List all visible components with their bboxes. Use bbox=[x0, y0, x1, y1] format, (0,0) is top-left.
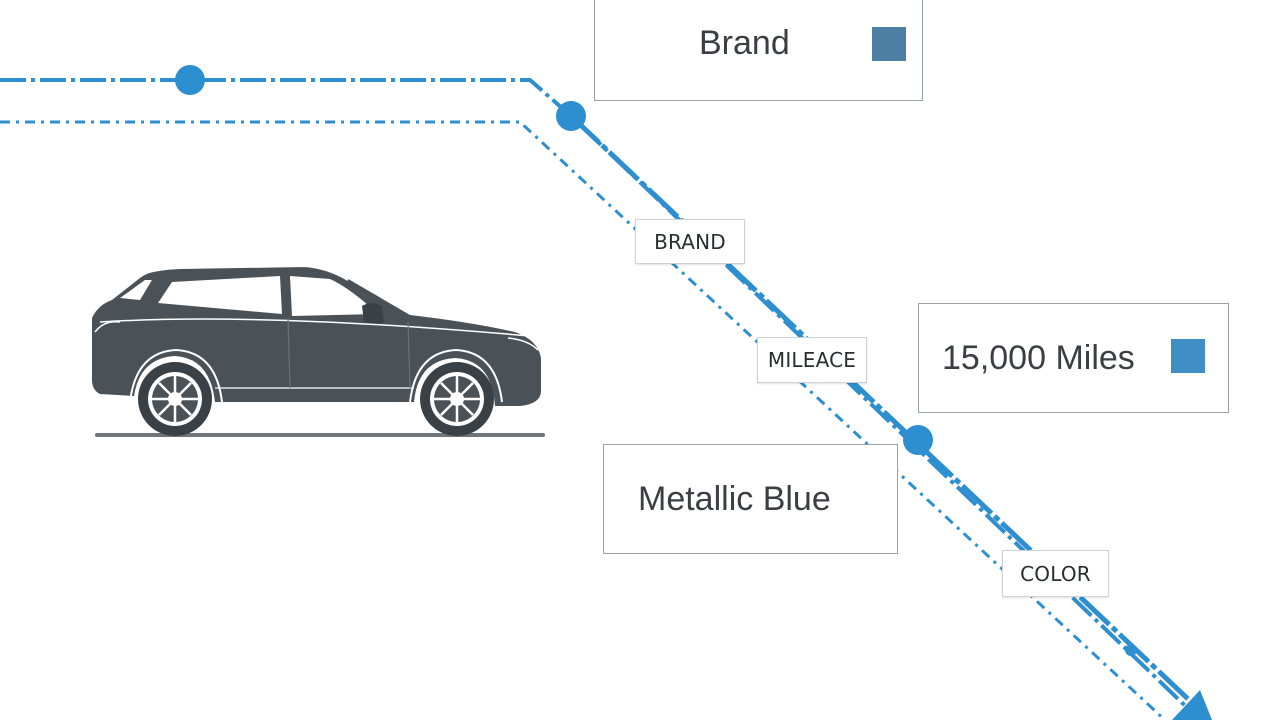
color-swatch-icon bbox=[1171, 339, 1205, 373]
arrow-head-icon bbox=[1172, 690, 1212, 720]
connector-line-upper bbox=[0, 78, 1202, 720]
connector-node bbox=[556, 101, 586, 131]
connector-line-lower bbox=[0, 120, 1167, 720]
tag-mileage: MILEACE bbox=[757, 337, 867, 383]
connector-node bbox=[1125, 644, 1137, 656]
card-brand-text: Brand bbox=[699, 24, 790, 62]
tag-brand-label: BRAND bbox=[654, 229, 726, 254]
tag-color: COLOR bbox=[1002, 550, 1109, 597]
tag-brand: BRAND bbox=[635, 219, 745, 264]
card-mileage-text: 15,000 Miles bbox=[942, 339, 1135, 377]
color-swatch-icon bbox=[872, 27, 906, 61]
connector-line-main bbox=[568, 113, 1207, 717]
tag-color-label: COLOR bbox=[1020, 561, 1091, 586]
connector-node bbox=[175, 65, 205, 95]
card-mileage: 15,000 Miles bbox=[918, 303, 1229, 413]
card-brand: Brand bbox=[594, 0, 923, 101]
connector-node bbox=[903, 425, 933, 455]
card-color: Metallic Blue bbox=[603, 444, 898, 554]
tag-mileage-label: MILEACE bbox=[767, 348, 857, 372]
card-color-text: Metallic Blue bbox=[638, 480, 831, 518]
